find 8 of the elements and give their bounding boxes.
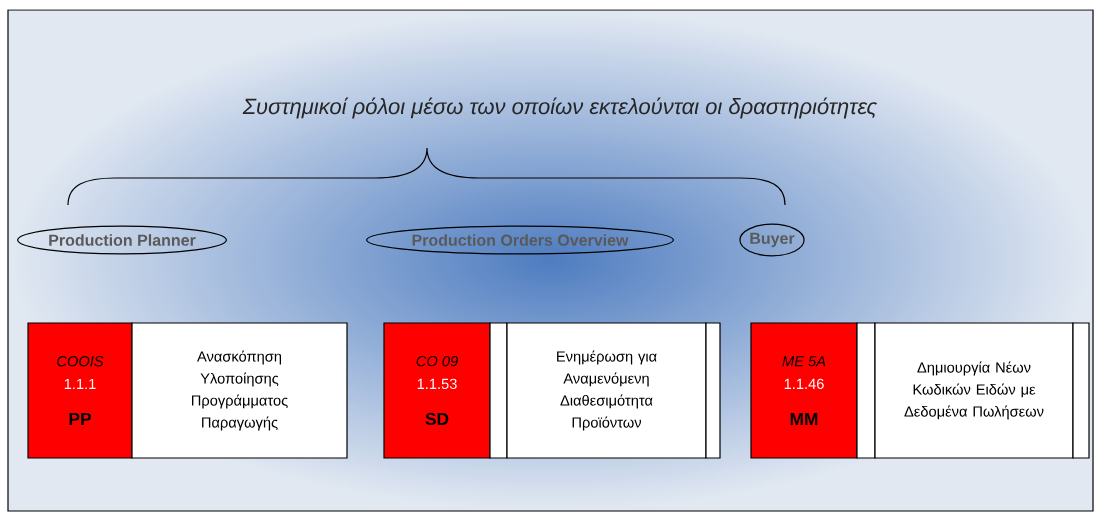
empty-cell <box>705 322 721 459</box>
empty-cell <box>856 322 876 459</box>
activity-box: Ανασκόπηση Υλοποίησης Προγράμματος Παραγωγής <box>131 322 348 459</box>
title: Συστημικοί ρόλοι μέσω των οποίων εκτελούνται οι δραστηριότητες <box>242 97 878 119</box>
code-box: CO 09 1.1.53 SD <box>383 322 491 459</box>
empty-cell <box>1072 322 1090 459</box>
code-box: ME 5A 1.1.46 MM <box>750 322 858 459</box>
code-box: COOIS 1.1.1 PP <box>27 322 133 459</box>
